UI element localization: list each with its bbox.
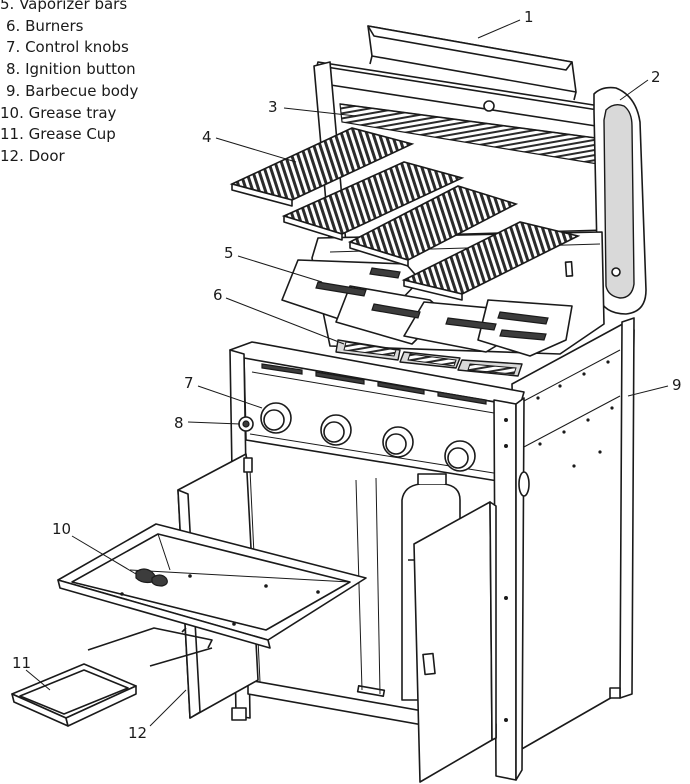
callout-10: 10	[52, 520, 71, 538]
legend-item-vaporizer-bars: 5. Vaporizer bars	[0, 0, 128, 13]
parts-legend: 5. Vaporizer bars 6. Burners 7. Control …	[0, 0, 138, 168]
callout-1: 1	[524, 8, 534, 26]
right-door	[413, 471, 530, 783]
legend-item-burners: 6. Burners	[6, 16, 84, 35]
legend-item-barbecue-body: 9. Barbecue body	[6, 81, 139, 100]
callout-12: 12	[128, 724, 147, 742]
grease-tray	[57, 523, 367, 649]
callout-8: 8	[174, 414, 184, 432]
callout-numbers: 1 2 3 4 5 6 7 8 9 10 11 12	[12, 8, 682, 742]
lid-side-panel	[593, 86, 647, 315]
callout-3: 3	[268, 98, 278, 116]
callout-9: 9	[672, 376, 682, 394]
callout-5: 5	[224, 244, 234, 262]
cooking-grates	[229, 127, 581, 301]
callout-7: 7	[184, 374, 194, 392]
callout-2: 2	[651, 68, 661, 86]
ignition-button	[238, 416, 254, 432]
grease-cup-bracket	[87, 627, 213, 667]
leader-lines	[25, 19, 669, 727]
callout-4: 4	[202, 128, 212, 146]
control-knobs	[260, 402, 476, 472]
barbecue-body	[229, 317, 635, 781]
legend-item-control-knobs: 7. Control knobs	[6, 38, 129, 57]
legend-item-door: 12. Door	[0, 146, 65, 165]
burners	[335, 339, 523, 377]
callout-11: 11	[12, 654, 31, 672]
legend-item-grease-cup: 11. Grease Cup	[0, 125, 116, 144]
lid-handle	[367, 25, 577, 101]
legend-item-grease-tray: 10. Grease tray	[0, 103, 117, 122]
vaporizer-bars	[281, 259, 573, 357]
grease-cup	[11, 663, 137, 727]
legend-item-ignition-button: 8. Ignition button	[6, 60, 136, 79]
callout-6: 6	[213, 286, 223, 304]
